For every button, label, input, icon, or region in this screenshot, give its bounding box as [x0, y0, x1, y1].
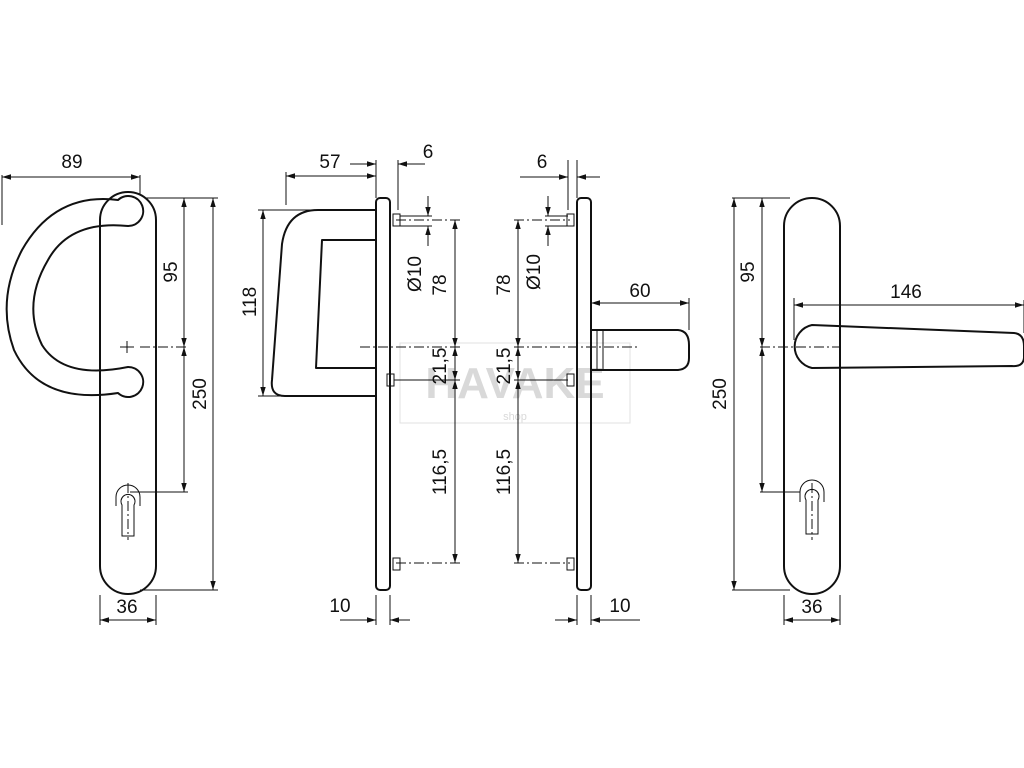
view-lever-handle-front: 250 95 146 36: [710, 197, 1024, 625]
view-pull-handle-front: 89 95 250 36: [1, 152, 218, 625]
dim-21-5: 21,5: [494, 348, 515, 385]
backplate-outline: [99, 191, 157, 595]
dim-60: 60: [629, 281, 650, 302]
dim-250: 250: [710, 378, 731, 410]
dim-78: 78: [494, 274, 515, 295]
view-pull-handle-side: 57 118 6 Ø10 78 21,5 116,5 10: [240, 142, 460, 625]
pull-handle-side: [270, 209, 377, 397]
dim-89: 89: [61, 152, 82, 173]
backplate-side: [375, 197, 391, 591]
dim-57: 57: [319, 152, 340, 173]
lever-handle-side: [590, 329, 690, 371]
dim-10: 10: [329, 596, 350, 617]
dim-78: 78: [430, 274, 451, 295]
backplate-outline: [783, 197, 841, 595]
dim-21-5: 21,5: [430, 348, 451, 385]
dim-36: 36: [116, 597, 137, 618]
lever-handle-outline: [793, 324, 1024, 369]
dim-6: 6: [423, 142, 434, 163]
pull-handle-outline: [5, 195, 145, 398]
dim-250: 250: [190, 378, 211, 410]
dim-36: 36: [801, 597, 822, 618]
dim-10: 10: [609, 596, 630, 617]
dim-dia10: Ø10: [524, 254, 545, 290]
view-lever-handle-side: 6 78 Ø10 21,5 116,5 60 10: [494, 152, 690, 625]
backplate-side: [576, 197, 592, 591]
keyhole: [120, 493, 136, 537]
dim-95: 95: [161, 261, 182, 282]
dim-116-5: 116,5: [494, 449, 515, 495]
dim-118: 118: [240, 287, 261, 317]
dim-146: 146: [890, 282, 922, 303]
dim-6: 6: [537, 152, 548, 173]
keyhole: [804, 488, 820, 535]
dim-116-5: 116,5: [430, 449, 451, 495]
dim-95: 95: [738, 261, 759, 282]
watermark-sub: shop: [503, 411, 527, 423]
dim-dia10: Ø10: [405, 256, 426, 292]
